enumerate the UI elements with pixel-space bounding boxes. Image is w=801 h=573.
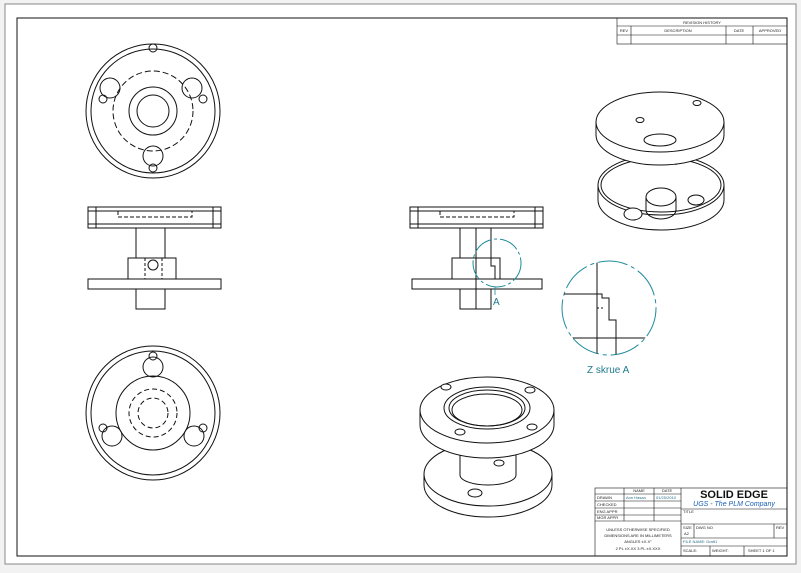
- description-column-header: DESCRIPTION: [664, 28, 691, 33]
- rev-label: REV: [776, 525, 785, 530]
- sheet-label: SHEET 1 OF 1: [748, 548, 775, 553]
- detail-marker-label: A: [493, 297, 500, 308]
- isometric-view-bottom: [419, 376, 555, 518]
- drawn-date: 01/25/2010: [656, 495, 677, 500]
- detail-view-a: [561, 260, 657, 356]
- revision-history-table: [616, 17, 788, 45]
- title-block-date-header: DATE: [662, 488, 673, 493]
- top-view: [85, 43, 221, 179]
- drawn-name: Ann Hasan: [626, 495, 646, 500]
- size-value: A2: [684, 531, 690, 536]
- size-label: SIZE: [683, 525, 692, 530]
- detail-view-label: Z skrue A: [587, 365, 630, 376]
- title-block: [594, 487, 788, 557]
- mgr-appr-label: MGR APPR: [597, 515, 618, 520]
- bottom-view: [85, 345, 221, 481]
- checked-label: CHECKED: [597, 502, 617, 507]
- file-name: FILE NAME: Draft1: [683, 539, 718, 544]
- date-column-header: DATE: [734, 28, 745, 33]
- weight-label: WEIGHT:: [712, 548, 729, 553]
- eng-appr-label: ENG APPR: [597, 509, 618, 514]
- scale-label: SCALE:: [683, 548, 697, 553]
- detail-circle-a: [472, 238, 522, 288]
- front-view-middle: [409, 206, 544, 310]
- brand-name: SOLID EDGE: [700, 489, 768, 501]
- drawing-border: [16, 17, 788, 557]
- tolerance-note-2: DIMENSIONS ARE IN MILLIMETERS: [604, 533, 672, 538]
- isometric-view-top: [595, 91, 725, 231]
- brand-subtitle: UGS - The PLM Company: [693, 501, 775, 508]
- revision-history-title: REVISION HISTORY: [683, 20, 721, 25]
- title-label: TITLE: [683, 509, 694, 514]
- approved-column-header: APPROVED: [759, 28, 781, 33]
- front-view-left: [87, 206, 222, 310]
- tolerance-note-1: UNLESS OTHERWISE SPECIFIED: [606, 527, 670, 532]
- paper: [4, 3, 797, 565]
- tolerance-note-4: 2 PL ±X.XX 3 PL ±X.XXX: [616, 546, 661, 551]
- dwg-no-label: DWG NO: [696, 525, 713, 530]
- title-block-name-header: NAME: [633, 488, 645, 493]
- tolerance-note-3: ANGLES ±X.X°: [624, 539, 652, 544]
- rev-column-header: REV: [620, 28, 629, 33]
- drawn-label: DRAWN: [597, 495, 612, 500]
